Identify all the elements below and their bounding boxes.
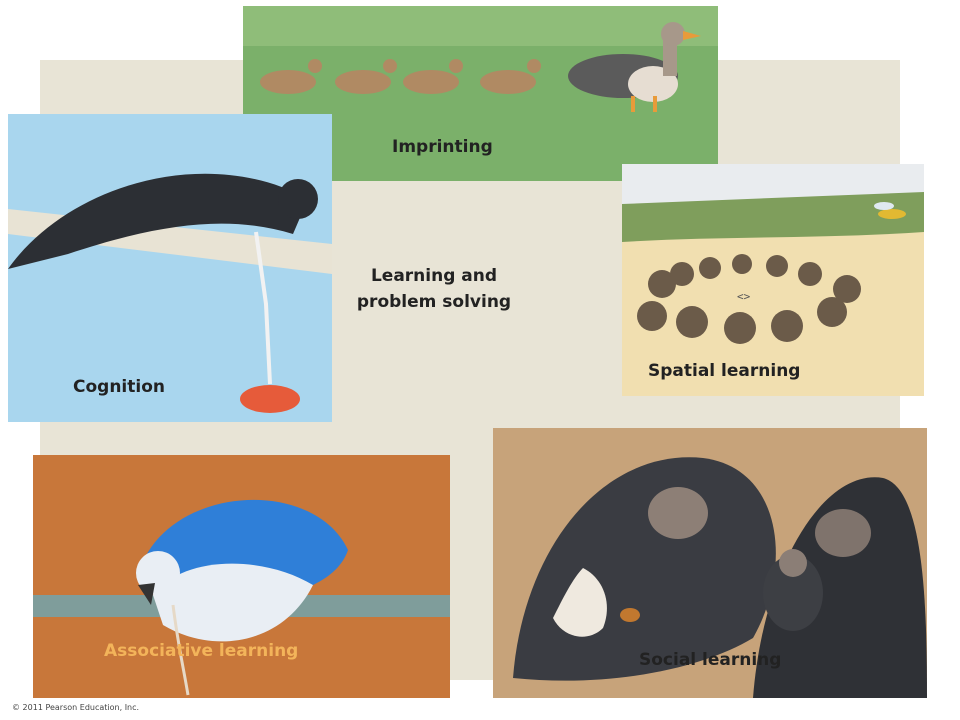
pinecone-ring <box>637 254 861 344</box>
spatial-learning-panel <box>622 164 924 396</box>
stone-tool <box>553 568 607 637</box>
center-title-line1: Learning and <box>370 266 498 286</box>
spatial-illustration <box>622 164 924 396</box>
copyright-notice: © 2011 Pearson Education, Inc. <box>12 703 140 712</box>
imprinting-label: Imprinting <box>392 137 493 157</box>
moth-string <box>171 604 190 696</box>
crow-body <box>8 173 308 269</box>
cognition-illustration <box>8 114 332 422</box>
gosling-3 <box>403 59 463 94</box>
center-title-line2: problem solving <box>356 292 512 312</box>
cognition-label: Cognition <box>73 377 165 397</box>
adult-goose <box>568 22 701 112</box>
gosling-1 <box>260 59 322 94</box>
gosling-2 <box>335 59 397 94</box>
wasp <box>874 202 906 219</box>
baby-chimp <box>763 549 823 631</box>
social-learning-panel <box>493 428 927 698</box>
cognition-panel <box>8 114 332 422</box>
spatial-center-marker: <> <box>737 290 751 303</box>
meat <box>240 385 300 413</box>
social-learning-label: Social learning <box>639 650 782 670</box>
chimp-2 <box>753 477 927 698</box>
center-title: Learning and problem solving <box>340 263 528 315</box>
associative-illustration <box>33 455 450 698</box>
nut <box>620 608 640 622</box>
associative-learning-label: Associative learning <box>104 641 299 661</box>
blue-jay <box>136 499 348 642</box>
associative-learning-panel <box>33 455 450 698</box>
spatial-learning-label: Spatial learning <box>648 361 801 381</box>
string <box>254 231 272 385</box>
social-illustration <box>493 428 927 698</box>
gosling-4 <box>480 59 541 94</box>
